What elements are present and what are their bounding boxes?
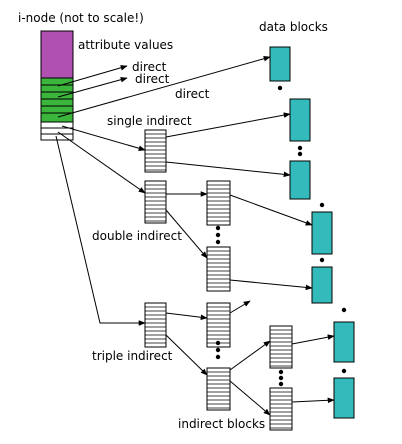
ellipsis-dots [215, 85, 347, 387]
direct-label-3: direct [175, 87, 210, 101]
indirect-block [144, 302, 167, 348]
data-blocks-label: data blocks [259, 20, 328, 34]
inode-attribute-section [40, 30, 74, 79]
single-indirect-label: single indirect [107, 114, 192, 128]
indirect-block [269, 387, 293, 431]
double-indirect-label: double indirect [92, 229, 182, 243]
direct-arrow-2 [57, 76, 128, 98]
direct-arrow-1 [57, 65, 128, 87]
arrow-to-data [165, 112, 291, 138]
arrow-to-indirect [165, 312, 208, 321]
inode [40, 30, 74, 141]
arrow-to-data [165, 161, 291, 178]
indirect-block [206, 367, 231, 411]
single-indirect-arrow [61, 125, 146, 151]
data-block [311, 266, 333, 304]
indirect-block [206, 180, 231, 226]
indirect-block [144, 180, 167, 224]
triple-indirect-arrow [55, 135, 146, 326]
direct-arrow-3 [57, 56, 271, 118]
arrow-to-indirect [229, 340, 271, 371]
indirect-block [206, 246, 231, 292]
direct-label-2: direct [135, 72, 170, 86]
attribute-values-label: attribute values [78, 38, 173, 52]
inode-title: i-node (not to scale!) [18, 11, 144, 25]
indirect-block [206, 302, 231, 348]
arrow-to-indirect [165, 334, 208, 376]
arrow-to-indirect [165, 209, 208, 259]
arrow-to-data [229, 194, 313, 226]
data-block [289, 98, 311, 142]
indirect-block [269, 325, 293, 369]
arrow-to-indirect [229, 300, 251, 314]
data-blocks [269, 46, 355, 419]
data-block [333, 321, 355, 363]
double-indirect-arrow [57, 131, 146, 194]
indirect-blocks-label: indirect blocks [178, 417, 265, 431]
triple-indirect-label: triple indirect [92, 349, 173, 363]
direct-label-1: direct [132, 60, 167, 74]
arrow-to-data [291, 397, 335, 404]
arrow-to-data [291, 334, 335, 345]
labels: i-node (not to scale!) attribute values … [18, 11, 328, 431]
inode-direct-lines [41, 84, 73, 114]
indirect-block [144, 129, 167, 173]
inode-indirect-section [40, 121, 74, 141]
data-block [269, 46, 291, 82]
data-block [289, 160, 311, 200]
arrow-to-indirect [229, 380, 271, 416]
arrow-to-data [229, 279, 313, 291]
data-block [311, 211, 333, 255]
indirect-blocks [144, 129, 293, 431]
pointer-arrows [55, 56, 335, 416]
data-block [333, 377, 355, 419]
